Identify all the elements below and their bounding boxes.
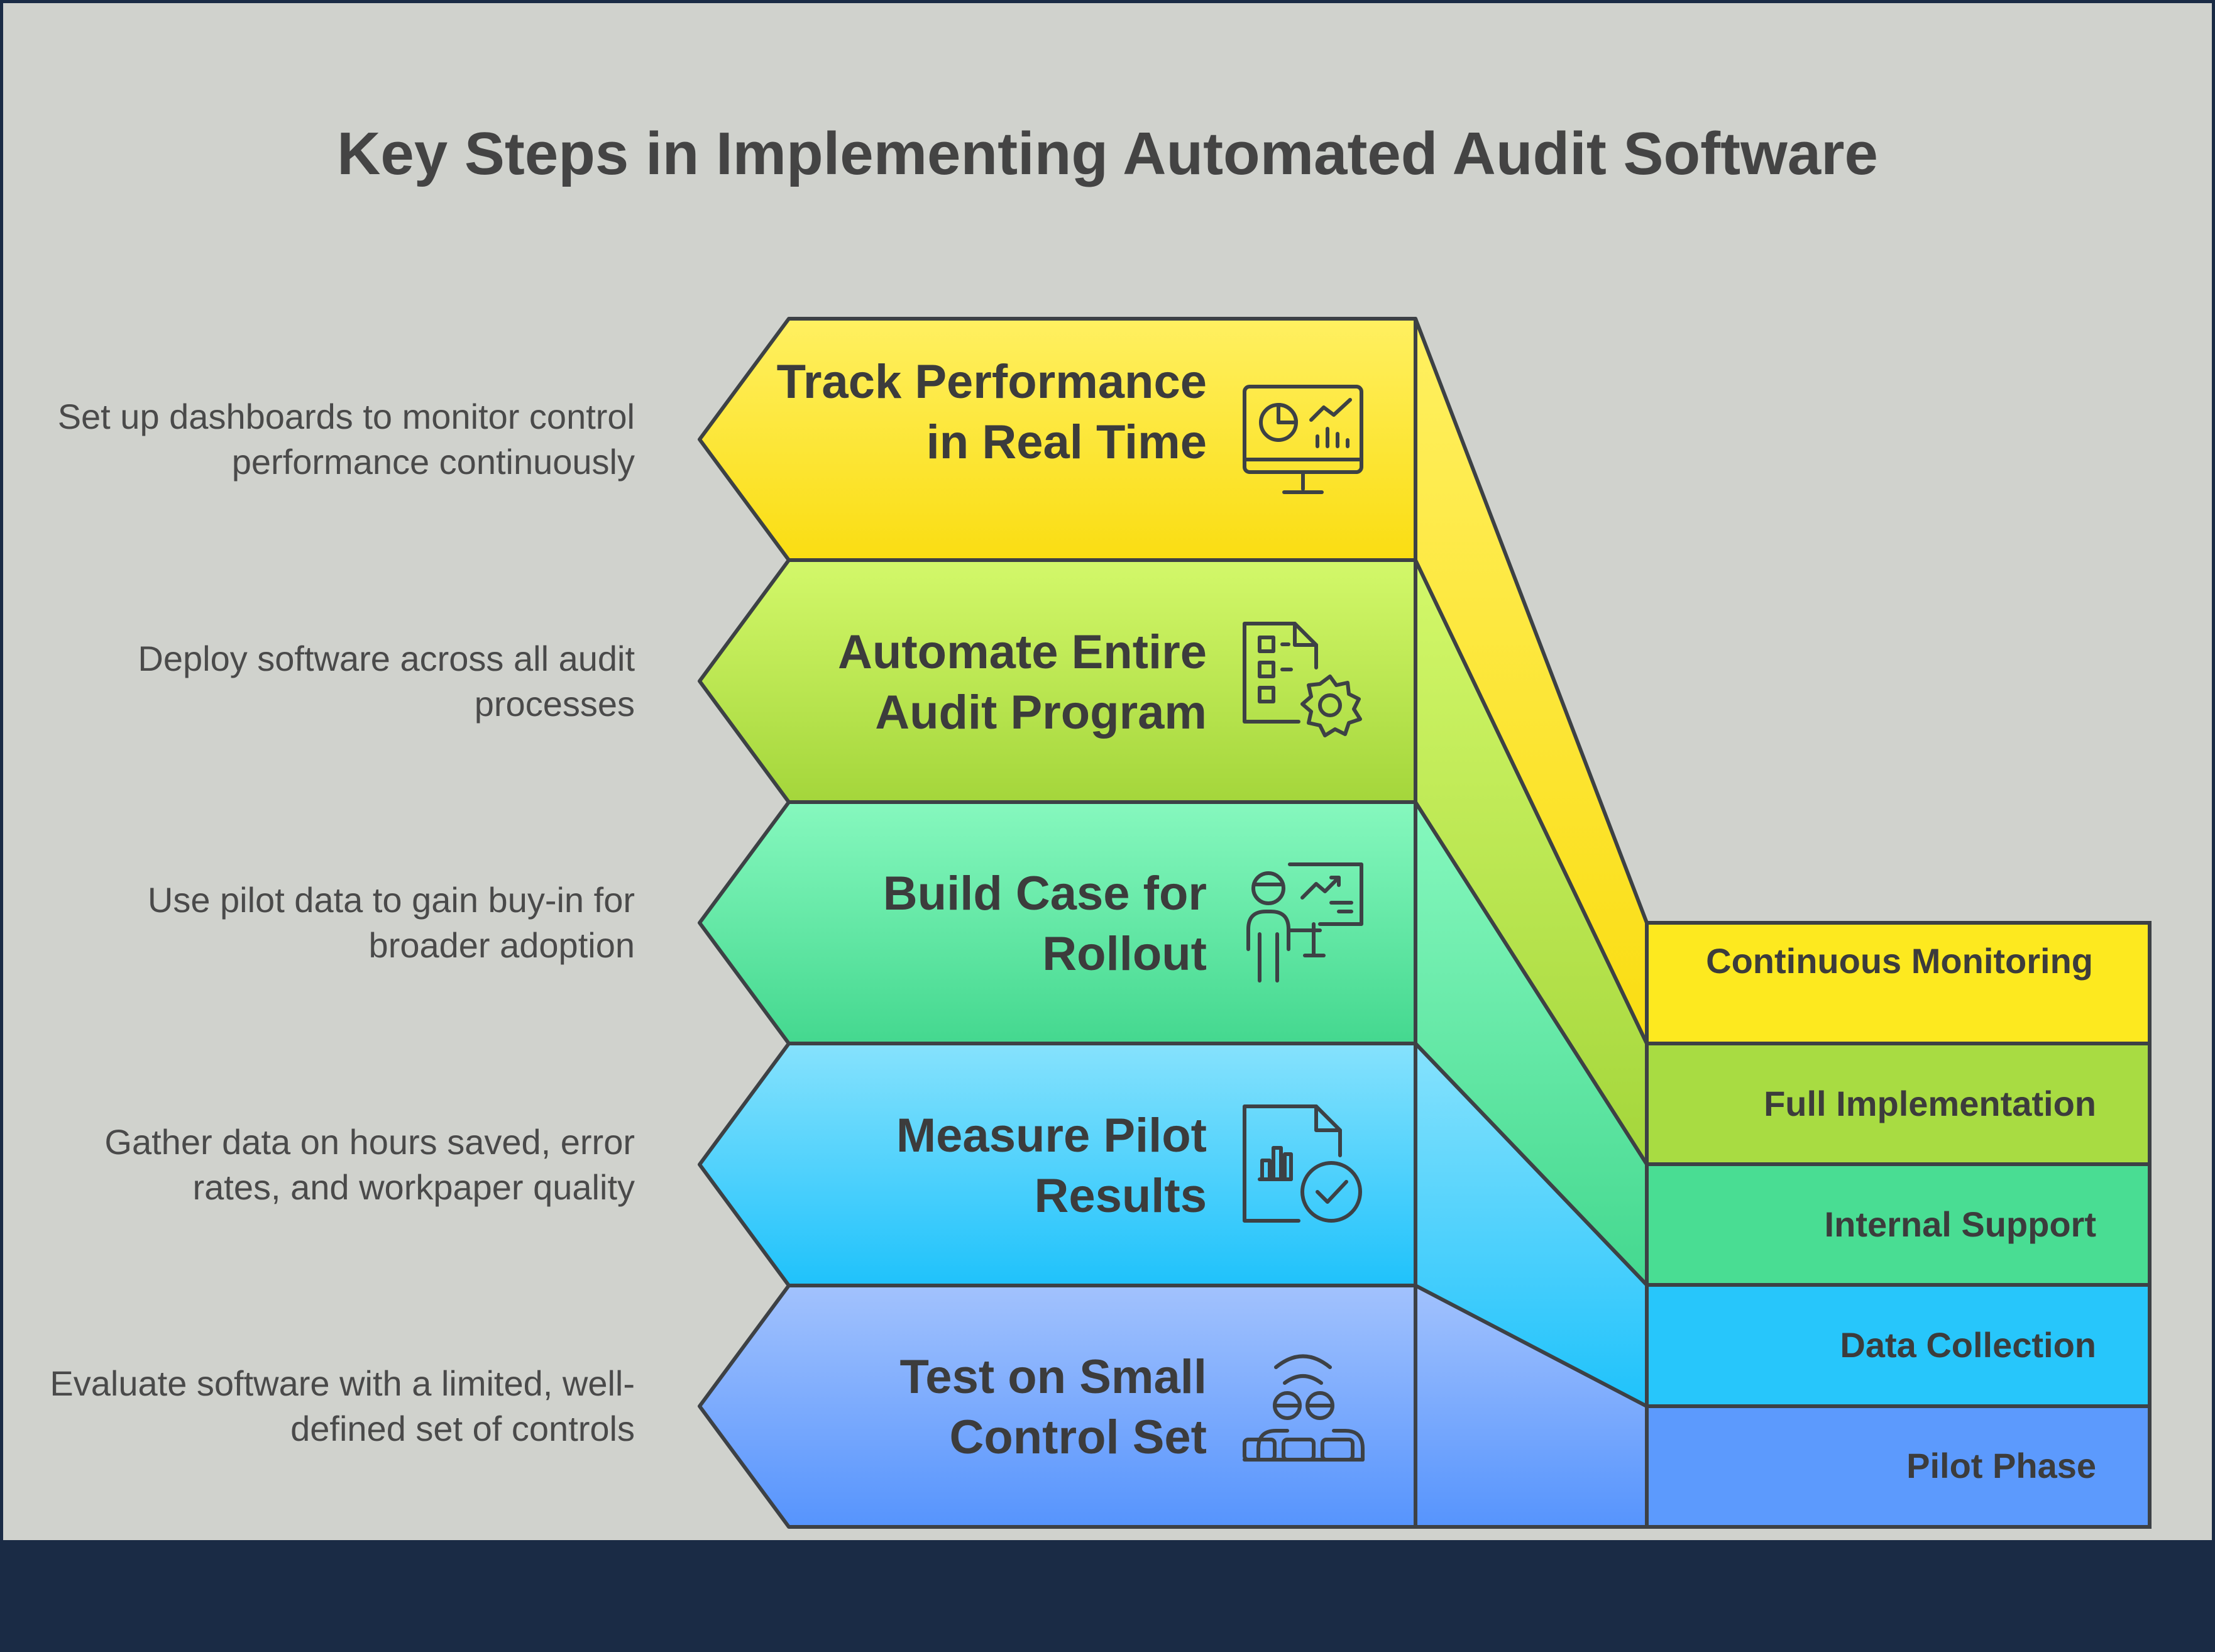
step-label: Automate Entire Audit Program <box>838 625 1207 739</box>
footer-bar <box>0 1540 2215 1652</box>
step-description: Gather data on hours saved, error rates,… <box>104 1122 635 1207</box>
phase-box <box>1645 1404 2152 1529</box>
step-label: Track Performance in Real Time <box>776 355 1207 469</box>
step-arrows <box>698 317 1417 1529</box>
checklist-gear-icon <box>1243 622 1362 737</box>
phase-label: Full Implementation <box>1764 1084 2096 1123</box>
phase-box <box>1645 921 2152 1045</box>
step-label: Build Case for Rollout <box>882 867 1207 981</box>
phase-label: Data Collection <box>1840 1325 2096 1365</box>
step-label: Measure Pilot Results <box>896 1109 1207 1223</box>
step-label: Test on Small Control Set <box>899 1350 1207 1464</box>
phase-label: Pilot Phase <box>1906 1446 2096 1485</box>
phase-box <box>1645 1283 2152 1408</box>
connector-layer <box>1414 317 1649 1529</box>
dashboard-monitor-icon <box>1243 385 1363 494</box>
phase-label: Internal Support <box>1824 1204 2096 1244</box>
page-title: Key Steps in Implementing Automated Audi… <box>337 120 1878 187</box>
phase-box <box>1645 1162 2152 1287</box>
step-arrow <box>698 1284 1417 1529</box>
step-description: Evaluate software with a limited, well-d… <box>50 1363 635 1448</box>
team-meeting-icon <box>1243 1354 1365 1462</box>
phase-box <box>1645 1042 2152 1166</box>
report-check-icon <box>1243 1104 1362 1223</box>
step-description: Deploy software across all audit process… <box>138 639 635 724</box>
step-description: Set up dashboards to monitor control per… <box>57 397 635 482</box>
phase-boxes <box>1645 921 2152 1529</box>
phase-label: Continuous Monitoring <box>1706 941 2093 981</box>
presenter-chart-icon <box>1246 862 1363 983</box>
step-description: Use pilot data to gain buy-in for broade… <box>147 880 635 965</box>
